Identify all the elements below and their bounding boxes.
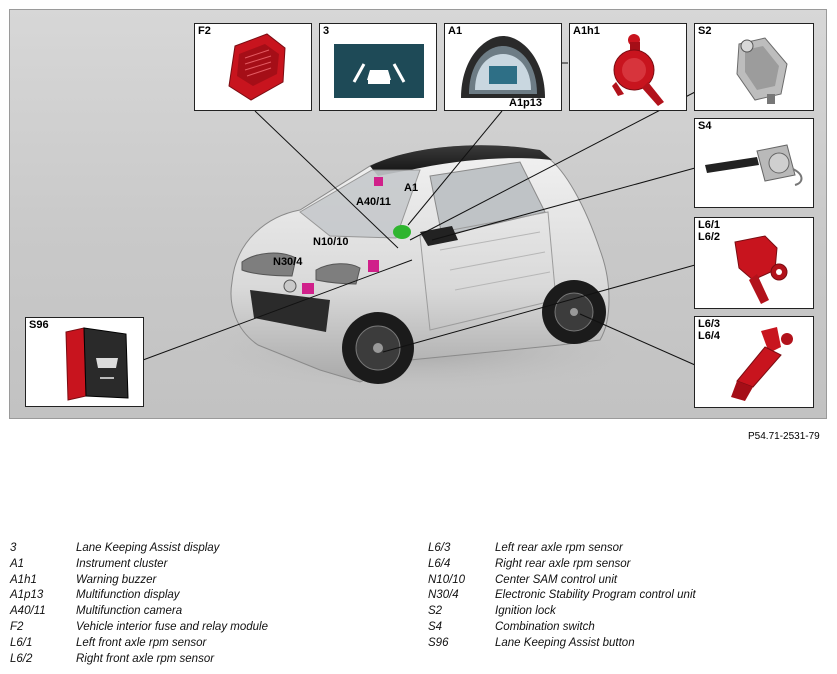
warning-buzzer-icon — [612, 34, 664, 106]
legend-row: L6/2 Right front axle rpm sensor — [10, 652, 410, 668]
tag-a1: A1 — [404, 182, 419, 194]
side-mirror — [420, 226, 458, 246]
rear-axle-rpm-sensor-icon — [731, 327, 793, 401]
tag-a1p13: A1p13 — [509, 97, 543, 109]
front-wheel — [342, 312, 414, 384]
ignition-lock-icon — [736, 37, 788, 104]
label-l6-rear: L6/3 L6/4 — [698, 318, 721, 342]
label-l6-front: L6/1 L6/2 — [698, 219, 721, 243]
legend-row: S96 Lane Keeping Assist button — [428, 636, 828, 652]
legend-code: N10/10 — [428, 573, 466, 586]
windshield — [299, 169, 421, 239]
legend-description: Left rear axle rpm sensor — [495, 542, 623, 554]
legend-code: A1h1 — [10, 573, 37, 586]
legend-row: S2 Ignition lock — [428, 604, 828, 620]
n10-10-unit — [368, 260, 379, 272]
legend-description: Warning buzzer — [76, 573, 157, 586]
label-s96: S96 — [29, 319, 49, 331]
tag-n10-10: N10/10 — [313, 236, 349, 248]
box-a1: A1 A1p13 — [444, 23, 562, 111]
legend-row: S4 Combination switch — [428, 620, 828, 636]
legend-row: 3 Lane Keeping Assist display — [10, 541, 410, 557]
box-s2: S2 — [694, 23, 814, 111]
legend-description: Lane Keeping Assist display — [76, 542, 220, 554]
legend-description: Right rear axle rpm sensor — [495, 557, 631, 570]
legend-description: Ignition lock — [495, 605, 556, 618]
legend-row: L6/4 Right rear axle rpm sensor — [428, 557, 828, 573]
combination-switch-icon — [705, 144, 803, 186]
legend-row: A1 Instrument cluster — [10, 557, 410, 573]
legend-description: Instrument cluster — [76, 557, 168, 570]
label-s2: S2 — [698, 25, 712, 37]
front-grille — [250, 290, 330, 332]
label-a1h1: A1h1 — [573, 25, 600, 37]
legend-code: S96 — [428, 636, 449, 649]
legend-row: L6/1 Left front axle rpm sensor — [10, 636, 410, 652]
brand-emblem — [283, 279, 297, 293]
legend-code: L6/4 — [428, 557, 451, 570]
legend-row: L6/3 Left rear axle rpm sensor — [428, 541, 828, 557]
box-s96: S96 — [25, 317, 144, 407]
label-s4: S4 — [698, 120, 712, 132]
instrument-cluster-icon — [461, 36, 545, 98]
legend-code: N30/4 — [428, 589, 459, 602]
legend-code: A1 — [10, 557, 25, 570]
fuse-module-icon — [228, 33, 286, 101]
front-axle-rpm-sensor-icon — [734, 235, 788, 304]
box-a1h1: A1h1 — [569, 23, 687, 111]
box-l6-front: L6/1 L6/2 — [694, 217, 814, 309]
n30-4-unit — [302, 283, 314, 294]
label-f2: F2 — [198, 25, 211, 37]
a1-instrument-cluster-highlight — [393, 225, 411, 239]
legend-code: A1p13 — [10, 589, 44, 602]
legend-description: Multifunction camera — [76, 605, 183, 618]
legend-description: Multifunction display — [76, 589, 180, 602]
legend-code: A40/11 — [10, 605, 46, 618]
legend-description: Center SAM control unit — [495, 573, 618, 586]
legend-row: A40/11 Multifunction camera — [10, 604, 410, 620]
left-headlight — [241, 252, 297, 277]
box-3: 3 — [319, 23, 437, 111]
legend-description: Electronic Stability Program control uni… — [495, 589, 696, 602]
legend-description: Right front axle rpm sensor — [76, 652, 215, 665]
rear-wheel — [542, 280, 606, 344]
legend-row: A1h1 Warning buzzer — [10, 573, 410, 589]
label-a1: A1 — [448, 25, 463, 37]
legend-description: Vehicle interior fuse and relay module — [76, 620, 268, 633]
legend-code: L6/1 — [10, 636, 33, 649]
lane-assist-button-icon — [65, 327, 129, 401]
legend-code: 3 — [10, 542, 17, 554]
box-f2: F2 — [194, 23, 312, 111]
tag-a40-11: A40/11 — [356, 196, 391, 208]
legend-code: L6/2 — [10, 652, 33, 665]
legend-row: N10/10 Center SAM control unit — [428, 573, 828, 589]
legend-code: L6/3 — [428, 542, 451, 554]
tag-n30-4: N30/4 — [273, 256, 303, 268]
lane-assist-display-icon — [334, 44, 424, 98]
legend-description: Lane Keeping Assist button — [495, 636, 635, 649]
box-l6-rear: L6/3 L6/4 — [694, 316, 814, 408]
label-3: 3 — [323, 25, 330, 37]
legend-row: N30/4 Electronic Stability Program contro… — [428, 588, 828, 604]
figure-reference: P54.71-2531-79 — [748, 431, 820, 442]
legend-description: Combination switch — [495, 620, 595, 633]
legend-row: A1p13 Multifunction display — [10, 588, 410, 604]
legend-code: S2 — [428, 605, 443, 618]
legend-code: F2 — [10, 620, 24, 633]
box-s4: S4 — [694, 118, 814, 208]
legend-row: F2 Vehicle interior fuse and relay module — [10, 620, 410, 636]
a40-11-camera — [374, 177, 383, 186]
legend-description: Left front axle rpm sensor — [76, 636, 207, 649]
right-headlight — [315, 263, 361, 285]
legend-code: S4 — [428, 620, 443, 633]
